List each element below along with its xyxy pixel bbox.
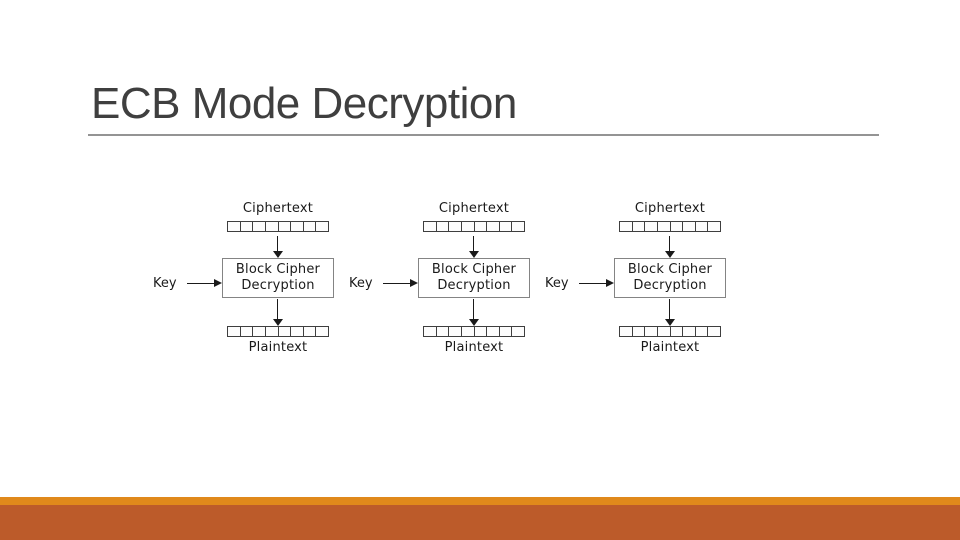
ecb-unit-2: Ciphertext Block Cipher Decryption Key P…: [344, 195, 604, 367]
ciphertext-label: Ciphertext: [438, 201, 510, 216]
register-cell: [278, 221, 292, 232]
register-cell: [316, 221, 329, 232]
key-arrow-line: [383, 283, 410, 284]
register-cell: [683, 326, 696, 337]
down-arrow-icon: [469, 319, 479, 326]
register-cell: [291, 326, 304, 337]
down-arrow-line: [473, 236, 474, 251]
register-cell: [474, 221, 488, 232]
ciphertext-register: [423, 221, 525, 232]
register-cell: [303, 326, 317, 337]
box-label-line1: Block Cipher: [431, 262, 517, 277]
register-cell: [512, 326, 525, 337]
register-cell: [670, 326, 684, 337]
key-arrow-icon: [606, 279, 614, 287]
register-cell: [436, 221, 450, 232]
register-cell: [461, 326, 475, 337]
register-cell: [499, 221, 513, 232]
register-cell: [449, 326, 462, 337]
key-arrow-line: [187, 283, 214, 284]
register-cell: [487, 221, 500, 232]
register-cell: [253, 221, 266, 232]
register-cell: [278, 326, 292, 337]
down-arrow-line: [277, 299, 278, 319]
register-cell: [695, 221, 709, 232]
register-cell: [316, 326, 329, 337]
block-cipher-box: Block Cipher Decryption: [614, 258, 726, 298]
plaintext-register: [227, 326, 329, 337]
register-cell: [683, 221, 696, 232]
ciphertext-register: [227, 221, 329, 232]
down-arrow-line: [277, 236, 278, 251]
down-arrow-icon: [273, 319, 283, 326]
ciphertext-label: Ciphertext: [634, 201, 706, 216]
register-cell: [265, 326, 279, 337]
down-arrow-icon: [273, 251, 283, 258]
box-label-line1: Block Cipher: [627, 262, 713, 277]
register-cell: [423, 326, 437, 337]
register-cell: [474, 326, 488, 337]
register-cell: [619, 221, 633, 232]
register-cell: [303, 221, 317, 232]
register-cell: [657, 221, 671, 232]
plaintext-label: Plaintext: [640, 340, 700, 355]
key-arrow-line: [579, 283, 606, 284]
register-cell: [291, 221, 304, 232]
down-arrow-icon: [469, 251, 479, 258]
register-cell: [436, 326, 450, 337]
accent-bar-top: [0, 497, 960, 505]
key-arrow-icon: [410, 279, 418, 287]
down-arrow-icon: [665, 319, 675, 326]
down-arrow-line: [669, 299, 670, 319]
register-cell: [619, 326, 633, 337]
plaintext-register: [423, 326, 525, 337]
down-arrow-line: [669, 236, 670, 251]
register-cell: [461, 221, 475, 232]
register-cell: [227, 326, 241, 337]
plaintext-register: [619, 326, 721, 337]
register-cell: [240, 221, 254, 232]
ecb-unit-1: Ciphertext Block Cipher Decryption Key P…: [148, 195, 408, 367]
box-label-line2: Decryption: [241, 278, 315, 293]
register-cell: [708, 221, 721, 232]
key-label: Key: [545, 276, 569, 291]
key-label: Key: [349, 276, 373, 291]
register-cell: [499, 326, 513, 337]
block-cipher-box: Block Cipher Decryption: [222, 258, 334, 298]
accent-bar-bottom: [0, 505, 960, 540]
register-cell: [423, 221, 437, 232]
register-cell: [695, 326, 709, 337]
register-cell: [227, 221, 241, 232]
register-cell: [708, 326, 721, 337]
title-underline: [88, 134, 879, 136]
down-arrow-line: [473, 299, 474, 319]
register-cell: [265, 221, 279, 232]
register-cell: [487, 326, 500, 337]
ciphertext-label: Ciphertext: [242, 201, 314, 216]
ciphertext-register: [619, 221, 721, 232]
plaintext-label: Plaintext: [248, 340, 308, 355]
register-cell: [670, 221, 684, 232]
box-label-line1: Block Cipher: [235, 262, 321, 277]
register-cell: [253, 326, 266, 337]
block-cipher-box: Block Cipher Decryption: [418, 258, 530, 298]
page-title: ECB Mode Decryption: [91, 79, 517, 128]
register-cell: [645, 221, 658, 232]
register-cell: [512, 221, 525, 232]
register-cell: [632, 326, 646, 337]
register-cell: [657, 326, 671, 337]
box-label-line2: Decryption: [437, 278, 511, 293]
plaintext-label: Plaintext: [444, 340, 504, 355]
register-cell: [449, 221, 462, 232]
key-label: Key: [153, 276, 177, 291]
ecb-unit-3: Ciphertext Block Cipher Decryption Key P…: [540, 195, 800, 367]
register-cell: [240, 326, 254, 337]
register-cell: [645, 326, 658, 337]
box-label-line2: Decryption: [633, 278, 707, 293]
key-arrow-icon: [214, 279, 222, 287]
register-cell: [632, 221, 646, 232]
down-arrow-icon: [665, 251, 675, 258]
